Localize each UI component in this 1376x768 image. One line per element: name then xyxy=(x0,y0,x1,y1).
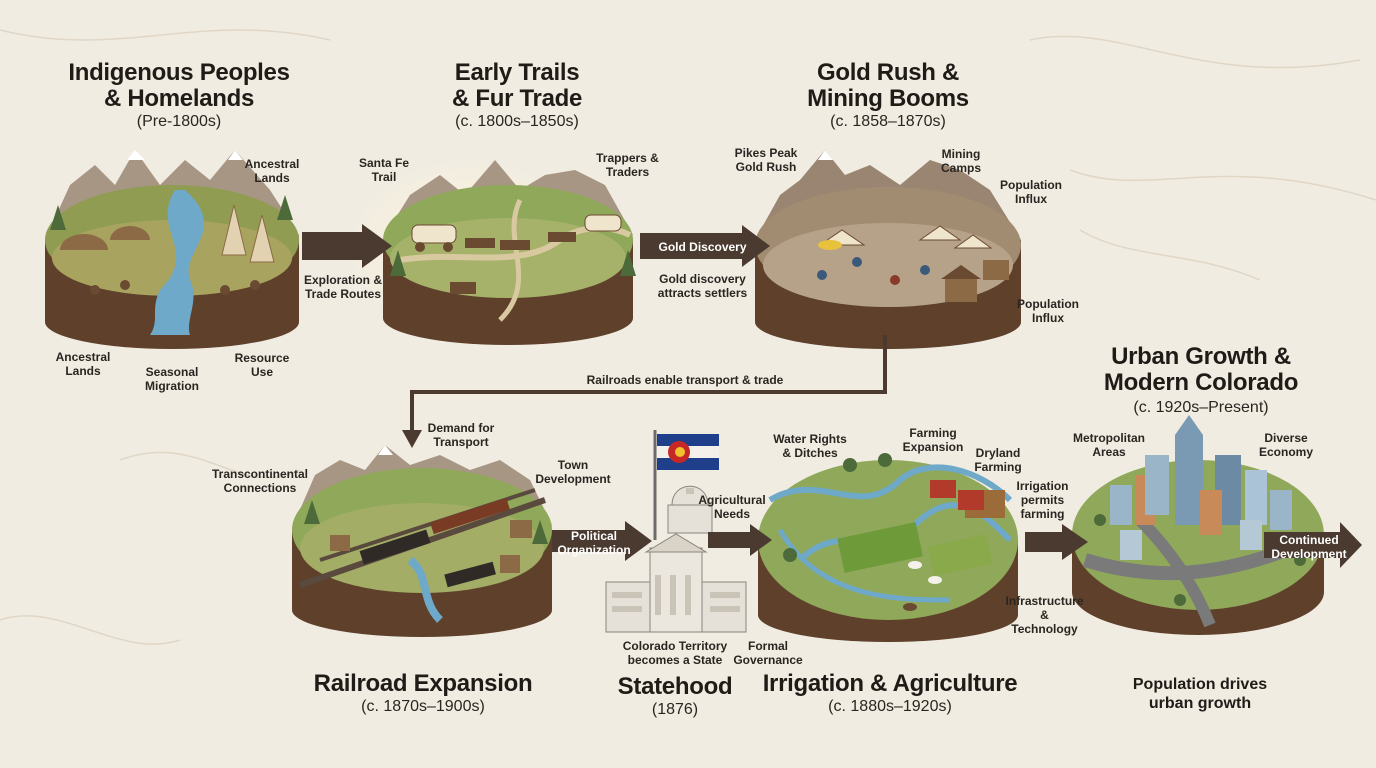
stage-date-railroad: (c. 1870s–1900s) xyxy=(361,698,485,715)
stage-title-indigenous: Indigenous Peoples & Homelands xyxy=(68,59,290,112)
stage-date-gold-rush: (c. 1858–1870s) xyxy=(830,113,946,130)
label-santa-fe-trail: Santa Fe Trail xyxy=(358,156,409,184)
stage-date-urban: (c. 1920s–Present) xyxy=(1133,399,1269,416)
stage-title-irrigation: Irrigation & Agriculture xyxy=(762,670,1018,697)
connector-political: Political Organization xyxy=(557,529,631,557)
railroad-landscape xyxy=(292,445,552,637)
label-population-influx-bottom: Population Influx xyxy=(1017,297,1079,325)
connector-gold-discovery: Gold Discovery xyxy=(658,240,747,254)
arrow-trails-to-gold xyxy=(640,225,770,267)
connector-exploration: Exploration & Trade Routes xyxy=(303,273,382,301)
irrigation-landscape xyxy=(758,453,1018,642)
arrow-irrigation-to-urban xyxy=(1025,524,1088,560)
stage-title-gold-rush: Gold Rush & Mining Booms xyxy=(807,59,969,112)
arrow-continued-development xyxy=(1264,522,1362,568)
connector-irrigation-permits: Irrigation permits farming xyxy=(1016,479,1069,521)
stage-title-trails: Early Trails & Fur Trade xyxy=(451,59,583,112)
arrow-gold-to-railroad xyxy=(402,335,887,448)
label-population-influx-top: Population Influx xyxy=(1000,178,1062,206)
connector-population: Population drives urban growth xyxy=(1132,676,1268,712)
stage-date-irrigation: (c. 1880s–1920s) xyxy=(828,698,952,715)
label-pikes-peak: Pikes Peak Gold Rush xyxy=(734,146,798,174)
arrow-indigenous-to-trails xyxy=(302,224,392,268)
label-metropolitan: Metropolitan Areas xyxy=(1073,431,1145,459)
urban-landscape xyxy=(1072,415,1324,635)
label-water-rights: Water Rights & Ditches xyxy=(773,432,847,460)
label-dryland-farming: Dryland Farming xyxy=(974,446,1022,474)
stage-date-indigenous: (Pre-1800s) xyxy=(136,113,222,130)
label-agricultural-needs: Agricultural Needs xyxy=(698,493,766,521)
arrow-statehood-to-irrigation xyxy=(708,524,772,556)
label-transcontinental: Transcontinental Connections xyxy=(211,467,309,495)
label-demand-transport: Demand for Transport xyxy=(427,421,495,449)
label-town-development: Town Development xyxy=(535,458,611,486)
label-ancestral-lands-bottom: Ancestral Lands xyxy=(55,350,111,378)
label-territory-state: Colorado Territory becomes a State xyxy=(622,639,728,667)
label-trappers-traders: Trappers & Traders xyxy=(596,151,659,179)
connector-gold-attracts: Gold discovery attracts settlers xyxy=(657,272,748,300)
label-formal-governance: Formal Governance xyxy=(733,639,803,667)
label-seasonal-migration: Seasonal Migration xyxy=(145,365,199,393)
stage-title-urban: Urban Growth & Modern Colorado xyxy=(1103,343,1299,396)
label-farming-expansion: Farming Expansion xyxy=(902,426,964,454)
trails-landscape xyxy=(348,158,636,345)
capitol-building xyxy=(605,430,747,633)
connector-continued: Continued Development xyxy=(1271,533,1347,561)
label-diverse-economy: Diverse Economy xyxy=(1258,431,1313,459)
label-resource-use: Resource Use xyxy=(234,351,290,379)
label-mining-camps: Mining Camps xyxy=(940,147,981,175)
label-ancestral-lands-top: Ancestral Lands xyxy=(244,157,300,185)
arrow-railroad-to-statehood xyxy=(552,521,652,561)
stage-title-railroad: Railroad Expansion xyxy=(313,670,533,697)
stage-title-statehood: Statehood xyxy=(617,673,733,700)
connector-railroads: Railroads enable transport & trade xyxy=(586,373,784,387)
gold-rush-landscape xyxy=(755,150,1021,349)
stage-date-statehood: (1876) xyxy=(651,701,699,718)
stage-date-trails: (c. 1800s–1850s) xyxy=(455,113,579,130)
topographic-lines xyxy=(0,29,1376,645)
indigenous-landscape xyxy=(45,150,299,349)
connector-infrastructure: Infrastructure & Technology xyxy=(1005,594,1084,636)
